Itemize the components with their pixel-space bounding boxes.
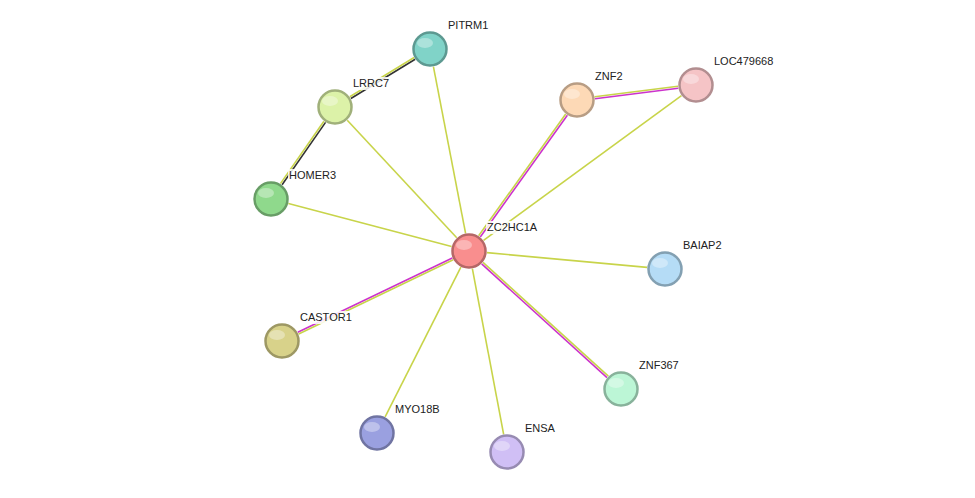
node-circle — [647, 251, 683, 287]
node-label: CASTOR1 — [299, 311, 353, 324]
protein-node: LRRC7 — [317, 89, 353, 125]
protein-node: HOMER3 — [253, 181, 289, 217]
interaction-edge — [472, 269, 503, 435]
node-label: HOMER3 — [288, 169, 337, 182]
edge-line — [347, 120, 456, 238]
node-label: BAIAP2 — [682, 239, 723, 252]
edge-line — [350, 58, 414, 97]
node-label: ZNF2 — [594, 70, 624, 83]
interaction-edge — [347, 120, 456, 238]
protein-node: MYO18B — [359, 415, 395, 451]
node-circle — [451, 233, 487, 269]
edge-line — [487, 253, 647, 268]
edge-line — [298, 258, 453, 332]
interaction-edge — [433, 67, 465, 234]
edge-line — [479, 114, 566, 236]
protein-node: ZC2HC1A — [451, 233, 487, 269]
edge-line — [595, 88, 678, 98]
node-circle — [559, 82, 595, 118]
node-circle — [412, 31, 448, 67]
protein-node: LOC479668 — [678, 67, 714, 103]
node-circle — [489, 434, 525, 470]
protein-node: ENSA — [489, 434, 525, 470]
interaction-edge — [487, 253, 647, 268]
node-circle — [603, 371, 639, 407]
node-label: LRRC7 — [352, 77, 390, 90]
edge-line — [595, 86, 678, 96]
protein-node: CASTOR1 — [264, 323, 300, 359]
edge-line — [472, 269, 503, 435]
protein-node: BAIAP2 — [647, 251, 683, 287]
edge-line — [480, 115, 567, 237]
edge-line — [351, 59, 415, 98]
node-label: PITRM1 — [447, 19, 489, 32]
interaction-edge — [479, 114, 568, 237]
interaction-edge — [350, 58, 415, 99]
edge-line — [484, 96, 682, 241]
node-label: ZC2HC1A — [486, 221, 538, 234]
protein-node: ZNF2 — [559, 82, 595, 118]
interaction-edge — [484, 96, 682, 241]
edge-line — [483, 262, 608, 376]
edge-line — [482, 264, 607, 378]
node-label: LOC479668 — [713, 55, 774, 68]
interaction-edge — [385, 267, 461, 417]
node-label: MYO18B — [394, 403, 441, 416]
edge-line — [288, 204, 451, 247]
protein-node: PITRM1 — [412, 31, 448, 67]
node-circle — [253, 181, 289, 217]
node-circle — [359, 415, 395, 451]
protein-node: ZNF367 — [603, 371, 639, 407]
interaction-edge — [288, 204, 451, 247]
node-circle — [678, 67, 714, 103]
node-label: ENSA — [524, 422, 556, 435]
interaction-edge — [298, 258, 453, 334]
interaction-edge — [595, 86, 679, 98]
node-circle — [264, 323, 300, 359]
node-label: ZNF367 — [638, 359, 680, 372]
edge-line — [433, 67, 465, 234]
edge-line — [385, 267, 461, 417]
node-circle — [317, 89, 353, 125]
edge-line — [299, 260, 454, 334]
interaction-edge — [482, 262, 609, 377]
